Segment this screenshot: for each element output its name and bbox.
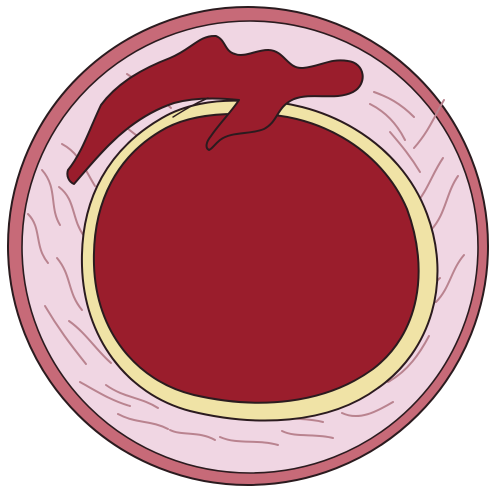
lumen-blood <box>94 114 419 403</box>
